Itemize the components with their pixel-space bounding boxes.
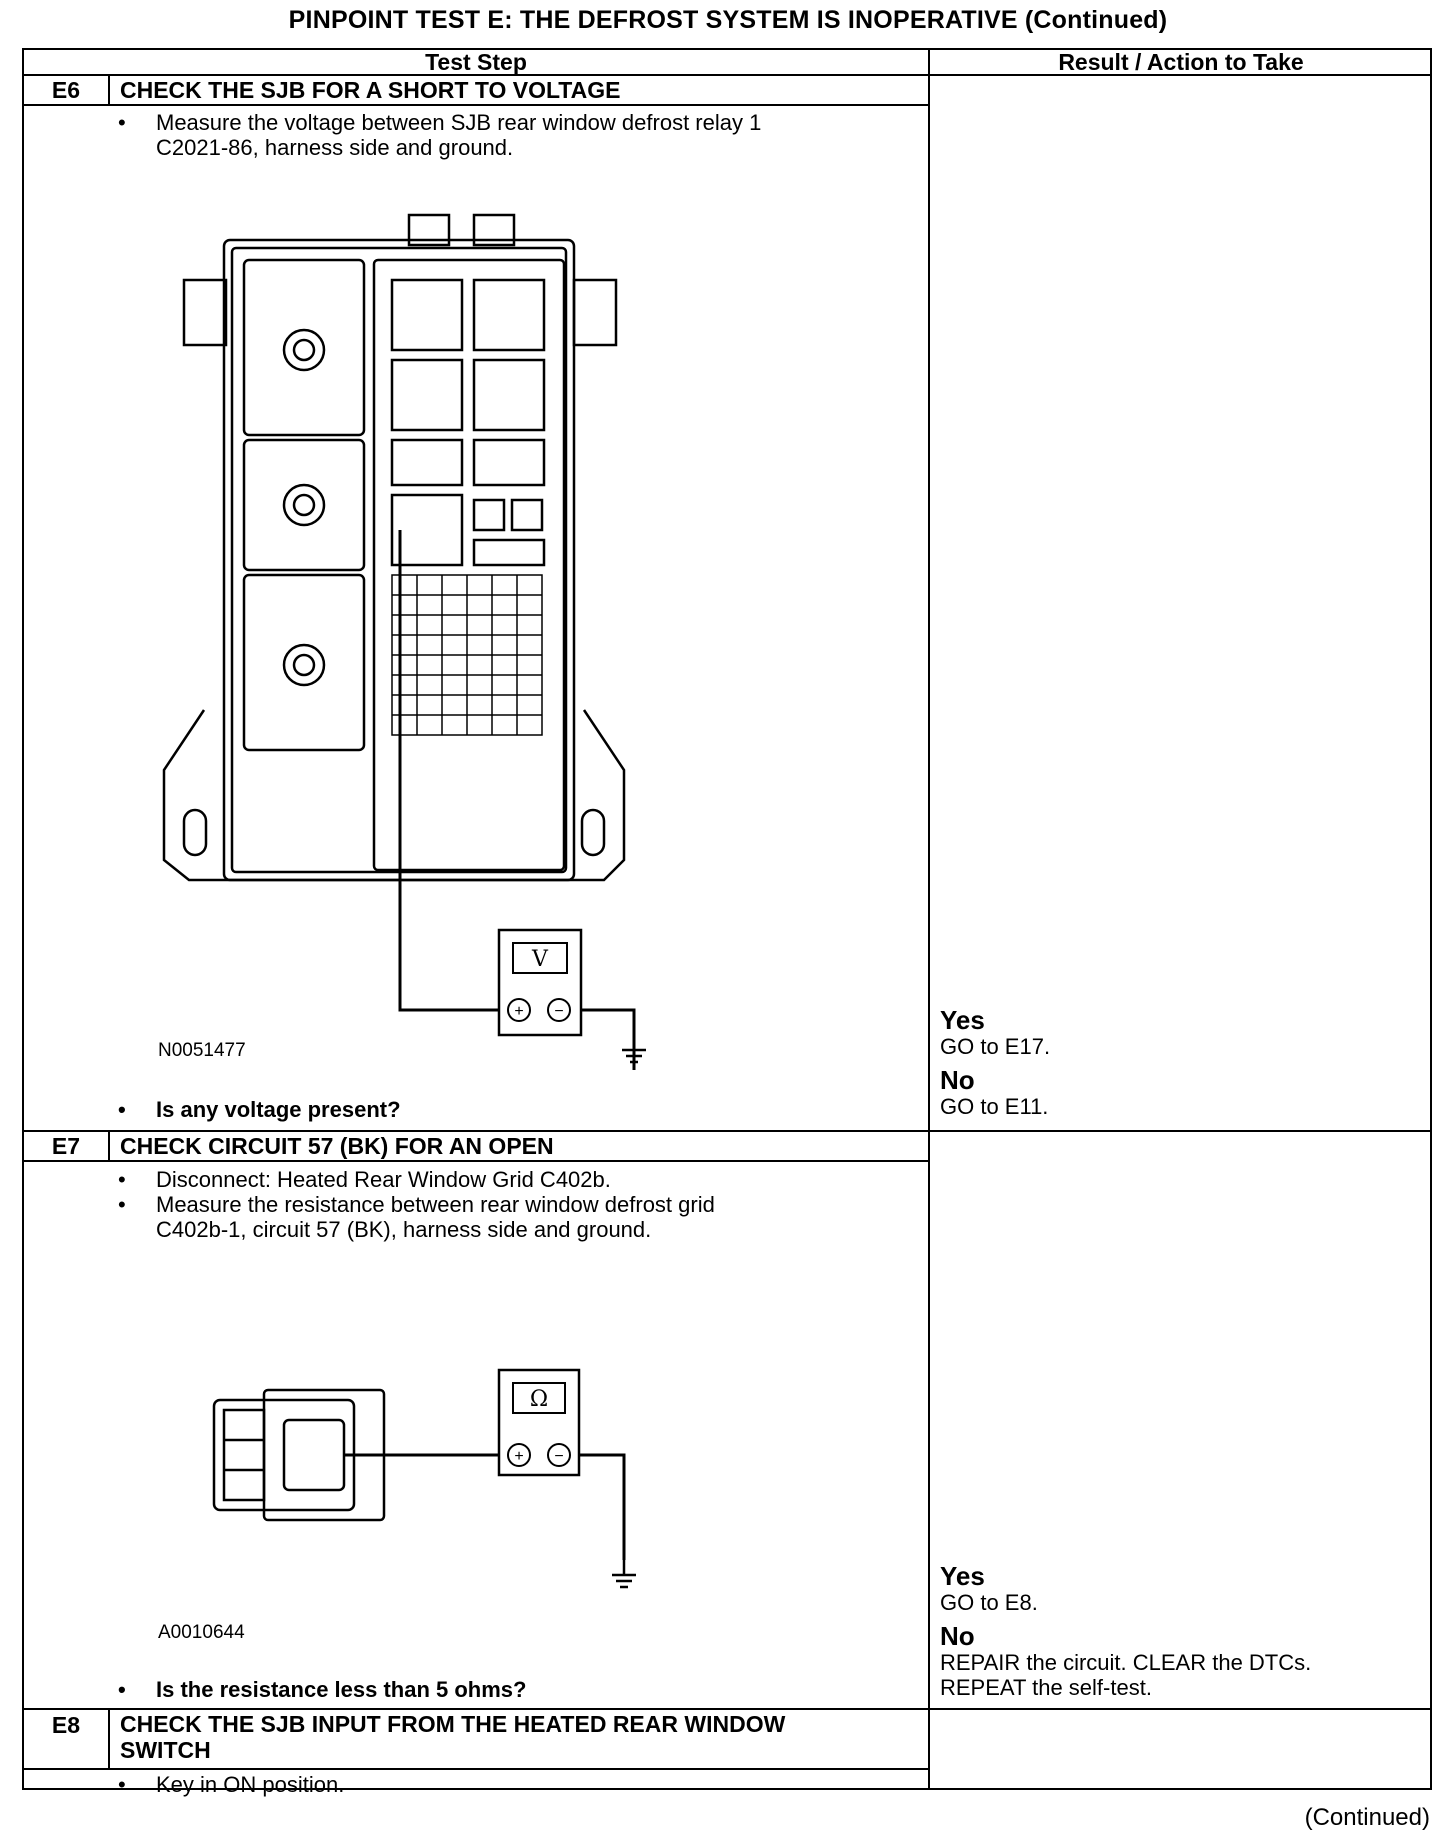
- sjb-voltage-diagram: V + −: [162, 213, 636, 1070]
- plus-terminal: +: [514, 1448, 523, 1465]
- row-line: [24, 104, 928, 106]
- bullet-text: Key in ON position.: [156, 1772, 345, 1797]
- bullet-dot: •: [118, 110, 126, 135]
- result-no-label: No: [940, 1065, 975, 1095]
- bullet-text: Measure the resistance between rear wind…: [156, 1192, 715, 1242]
- connector-resistance-diagram: Ω + −: [212, 1368, 636, 1589]
- figure-id: A0010644: [158, 1622, 245, 1643]
- step-id: E7: [51, 1133, 81, 1159]
- meter-symbol-volts: V: [531, 947, 549, 972]
- page-title: PINPOINT TEST E: THE DEFROST SYSTEM IS I…: [288, 6, 1168, 34]
- row-line: [24, 1708, 1432, 1710]
- result-no-label: No: [940, 1621, 975, 1651]
- result-yes-action: GO to E17.: [940, 1034, 1051, 1059]
- bullet-dot: •: [118, 1677, 126, 1702]
- minus-terminal: −: [554, 1448, 563, 1465]
- step-id: E6: [51, 77, 81, 103]
- figure-id: N0051477: [158, 1040, 246, 1061]
- pinpoint-test-table: Test Step Result / Action to Take E6 CHE…: [22, 48, 1432, 1797]
- question-text: Is the resistance less than 5 ohms?: [156, 1677, 527, 1702]
- result-yes-label: Yes: [940, 1561, 985, 1591]
- row-line: [24, 1768, 928, 1770]
- bullet-text: Measure the voltage between SJB rear win…: [156, 110, 762, 160]
- step-id-divider: [108, 1708, 110, 1768]
- row-line: [24, 74, 1432, 76]
- row-line: [24, 1130, 1432, 1132]
- step-title: CHECK THE SJB INPUT FROM THE HEATED REAR…: [120, 1711, 786, 1763]
- bullet-dot: •: [118, 1772, 126, 1797]
- meter-symbol-ohms: Ω: [530, 1387, 548, 1412]
- step-title: CHECK THE SJB FOR A SHORT TO VOLTAGE: [120, 77, 621, 103]
- bullet-dot: •: [118, 1097, 126, 1122]
- step-title: CHECK CIRCUIT 57 (BK) FOR AN OPEN: [120, 1133, 554, 1159]
- minus-terminal: −: [554, 1003, 563, 1020]
- bullet-text: Disconnect: Heated Rear Window Grid C402…: [156, 1167, 611, 1192]
- header-test-step: Test Step: [425, 49, 527, 75]
- bullet-dot: •: [118, 1192, 126, 1217]
- bullet-dot: •: [118, 1167, 126, 1192]
- row-line: [24, 1160, 928, 1162]
- step-id: E8: [51, 1712, 81, 1738]
- result-no-action: GO to E11.: [940, 1094, 1049, 1119]
- continued-footer: (Continued): [1304, 1804, 1430, 1831]
- header-result: Result / Action to Take: [1058, 49, 1304, 75]
- step-id-divider: [108, 74, 110, 104]
- result-yes-action: GO to E8.: [940, 1590, 1038, 1615]
- step-id-divider: [108, 1130, 110, 1160]
- result-no-action: REPAIR the circuit. CLEAR the DTCs. REPE…: [940, 1650, 1312, 1700]
- ground-icon: [622, 1040, 646, 1064]
- result-yes-label: Yes: [940, 1005, 985, 1035]
- question-text: Is any voltage present?: [156, 1097, 401, 1122]
- plus-terminal: +: [514, 1003, 523, 1020]
- column-divider: [928, 50, 930, 1790]
